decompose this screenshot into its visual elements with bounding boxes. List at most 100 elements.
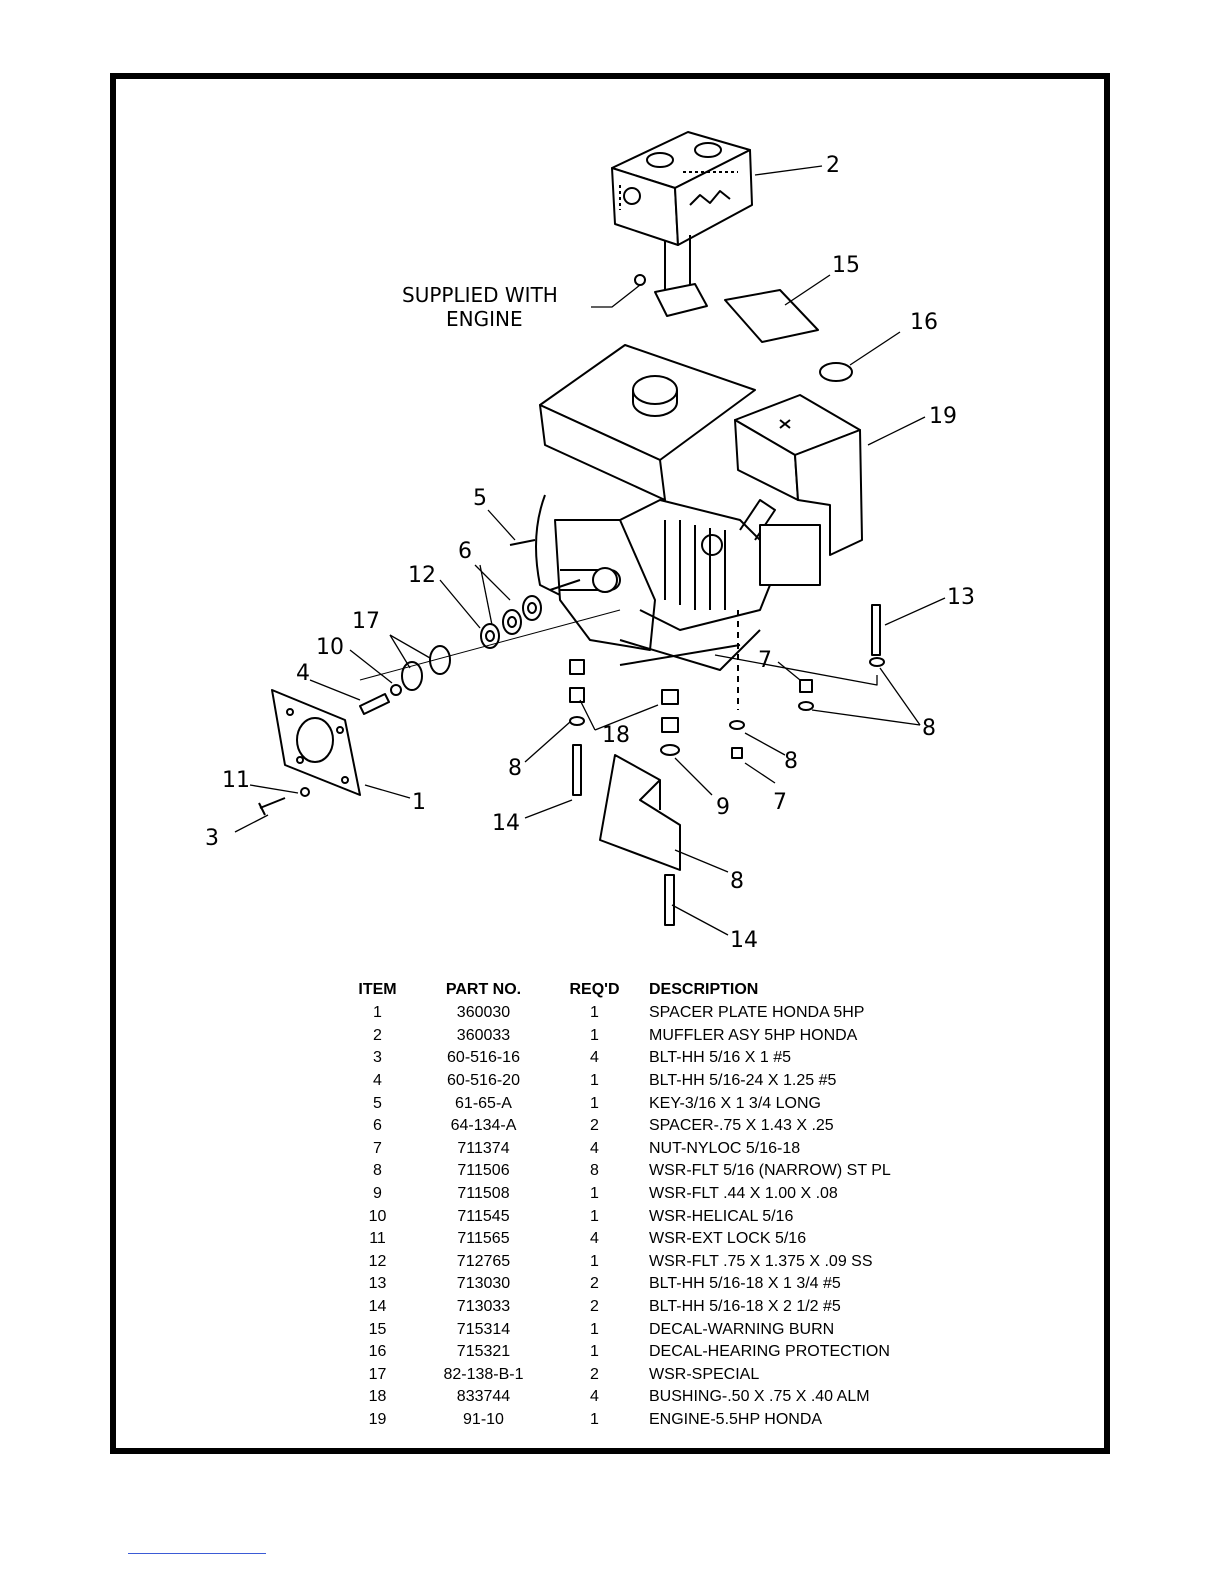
cell-item: 3 [373,1049,382,1067]
callout-8-bottom: 8 [730,869,744,894]
callout-8-middle: 8 [784,749,798,774]
callout-7-upper: 7 [758,648,772,673]
footer-link-underline[interactable] [128,1553,266,1554]
table-row: 13 713030 2 BLT-HH 5/16-18 X 1 3/4 #5 [340,1273,949,1296]
cell-part-no: 713033 [456,1298,511,1316]
cell-description: WSR-FLT .44 X 1.00 X .08 [649,1185,838,1203]
cell-item: 2 [373,1026,382,1044]
cell-description: BLT-HH 5/16-18 X 1 3/4 #5 [649,1275,841,1293]
cell-description: WSR-FLT 5/16 (NARROW) ST PL [649,1162,891,1180]
cell-part-no: 833744 [456,1388,511,1406]
callout-4: 4 [296,661,310,686]
callout-3: 3 [205,826,219,851]
cell-item: 17 [368,1365,387,1383]
cell-reqd: 2 [590,1298,599,1316]
callout-6: 6 [458,539,472,564]
supplied-with-engine-note-line2: ENGINE [446,307,523,331]
cell-description: BLT-HH 5/16 X 1 #5 [649,1049,791,1067]
cell-part-no: 64-134-A [450,1117,517,1135]
cell-part-no: 711545 [457,1207,510,1225]
cell-item: 19 [368,1410,387,1428]
page-border [110,73,1110,1454]
cell-item: 11 [369,1230,386,1248]
cell-part-no: 711506 [457,1162,510,1180]
cell-description: WSR-HELICAL 5/16 [649,1207,794,1225]
cell-part-no: 715321 [456,1343,511,1361]
cell-item: 12 [368,1252,387,1270]
header-description: DESCRIPTION [649,981,759,998]
callout-8-right: 8 [922,716,936,741]
callout-2: 2 [826,153,840,178]
engine-drawing [509,344,863,671]
cell-reqd: 4 [590,1049,599,1067]
cell-item: 16 [368,1343,387,1361]
cell-item: 18 [368,1388,387,1406]
callout-19: 19 [929,404,957,429]
callout-5: 5 [473,486,487,511]
callout-13: 13 [947,585,975,610]
header-part-no: PART NO. [445,981,522,998]
decal-hearing-protection-drawing [819,362,853,382]
cell-part-no: 60-516-20 [447,1072,520,1090]
cell-item: 4 [373,1072,382,1090]
cell-description: BUSHING-.50 X .75 X .40 ALM [649,1388,870,1406]
exploded-parts-diagram: SUPPLIED WITH ENGINE 2 15 16 19 5 6 12 1… [205,131,975,953]
callout-14-left: 14 [492,811,520,836]
cell-reqd: 2 [590,1365,599,1383]
cell-reqd: 8 [590,1162,599,1180]
callout-7-lower: 7 [773,790,787,815]
callout-14-bottom: 14 [730,928,758,953]
cell-reqd: 1 [590,1252,599,1270]
cell-item: 8 [373,1162,382,1180]
cell-part-no: 715314 [456,1320,511,1338]
cell-part-no: 360033 [456,1026,511,1044]
cell-part-no: 82-138-B-1 [443,1365,524,1383]
cell-description: WSR-FLT .75 X 1.375 X .09 SS [649,1252,873,1270]
header-item: ITEM [358,981,397,998]
table-row: 12 712765 1 WSR-FLT .75 X 1.375 X .09 SS [340,1251,949,1274]
decal-warning-burn-drawing [724,289,819,343]
cell-item: 13 [368,1275,387,1293]
leader-lines [234,165,946,936]
cell-part-no: 711565 [457,1230,510,1248]
cell-part-no: 61-65-A [455,1094,512,1112]
cell-part-no: 91-10 [463,1410,504,1428]
cell-part-no: 712765 [456,1252,511,1270]
table-row: 18 833744 4 BUSHING-.50 X .75 X .40 ALM [340,1386,949,1409]
shaft-hardware-drawing [359,595,621,715]
cell-reqd: 2 [590,1275,599,1293]
spacer-plate-drawing [258,689,361,816]
cell-description: DECAL-WARNING BURN [649,1320,835,1338]
callout-10: 10 [316,635,344,660]
cell-description: SPACER PLATE HONDA 5HP [649,1004,865,1022]
cell-reqd: 1 [590,1094,599,1112]
cell-reqd: 1 [590,1004,599,1022]
cell-item: 15 [368,1320,387,1338]
callout-15: 15 [832,253,860,278]
callout-9: 9 [716,795,730,820]
cell-item: 9 [373,1185,382,1203]
header-reqd: REQ'D [569,981,620,998]
cell-part-no: 713030 [456,1275,511,1293]
cell-description: BLT-HH 5/16-18 X 2 1/2 #5 [649,1298,841,1316]
cell-reqd: 4 [590,1230,599,1248]
cell-part-no: 60-516-16 [447,1049,520,1067]
table-row: 3 60-516-16 4 BLT-HH 5/16 X 1 #5 [340,1047,949,1070]
table-header-row: ITEM PART NO. REQ'D DESCRIPTION [340,978,949,1002]
mounting-hardware-drawing [569,604,885,926]
callout-12: 12 [408,563,436,588]
cell-item: 14 [368,1298,387,1316]
cell-item: 5 [373,1094,382,1112]
callout-16: 16 [910,310,938,335]
cell-reqd: 4 [590,1388,599,1406]
muffler-drawing [611,131,753,317]
supplied-with-engine-note-line1: SUPPLIED WITH [402,283,558,307]
cell-description: DECAL-HEARING PROTECTION [649,1343,890,1361]
